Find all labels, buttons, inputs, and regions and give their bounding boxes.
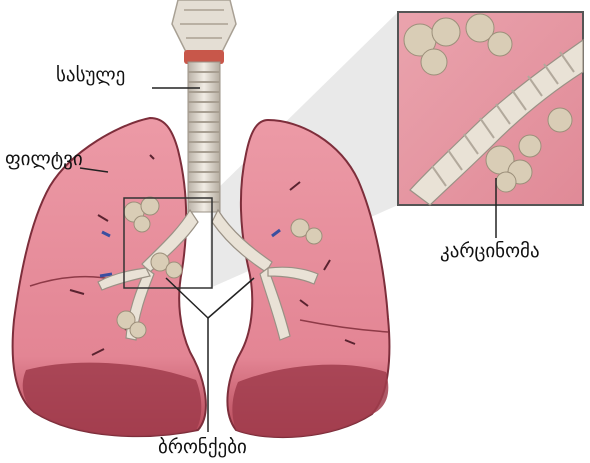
trachea [188, 62, 220, 212]
label-carcinoma: კარცინომა [440, 242, 540, 261]
larynx [172, 0, 236, 64]
label-trachea: სასულე [56, 66, 125, 85]
label-bronchi: ბრონქები [158, 438, 247, 457]
zoom-inset [398, 12, 583, 205]
label-lung: ფილტვი [5, 150, 83, 169]
